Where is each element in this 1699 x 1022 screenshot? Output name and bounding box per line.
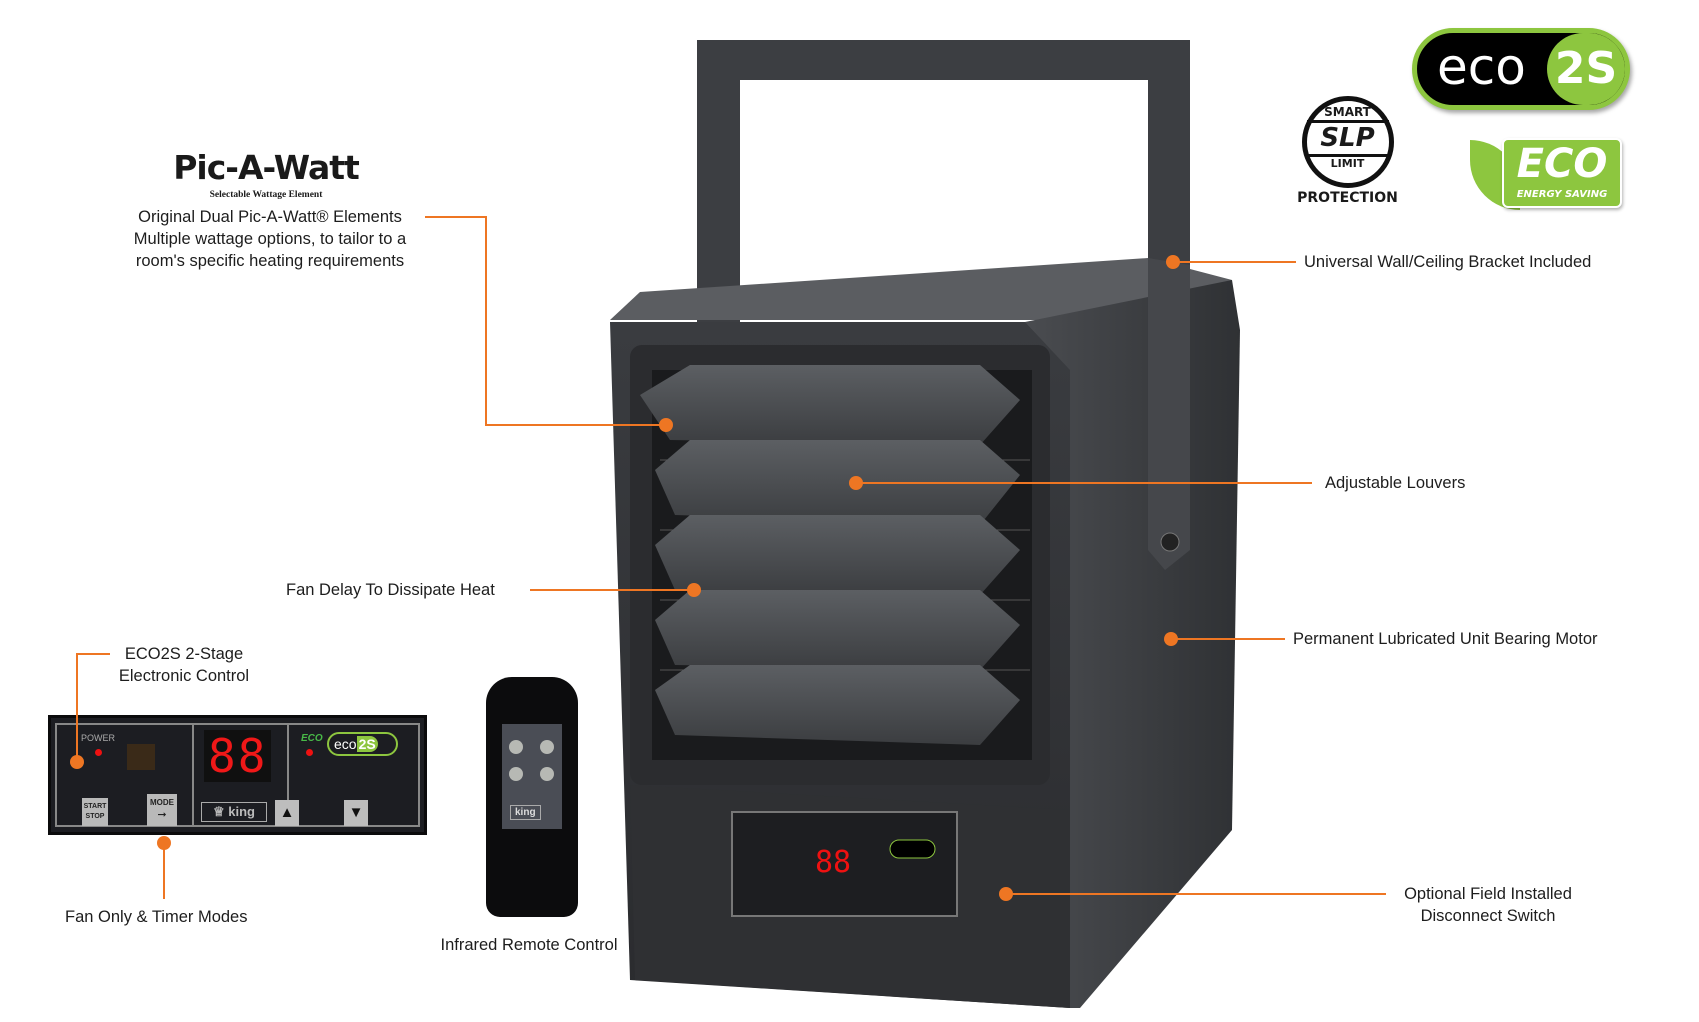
disconnect-line-1: Optional Field Installed (1404, 885, 1572, 903)
mode-leader (163, 843, 165, 899)
eco-small-text: ENERGY SAVING (1516, 189, 1608, 200)
remote-mode-button[interactable] (540, 740, 554, 754)
eco-led (306, 749, 313, 756)
eco-energy-saving-badge: ECO ENERGY SAVING (1470, 130, 1622, 210)
louvers-leader (856, 482, 1312, 484)
king-brand-text: king (228, 804, 255, 819)
ir-receiver (127, 744, 155, 770)
bracket-dot (1166, 255, 1180, 269)
heater-illustration: 88 (610, 40, 1240, 1008)
up-button[interactable]: ▲ (275, 800, 299, 826)
eco2s-dot (70, 755, 84, 769)
mini-panel-display: 88 (815, 845, 851, 880)
eco2s-logo: eco 2S (1412, 28, 1630, 110)
remote-start-button[interactable] (509, 740, 523, 754)
infrared-remote: king (486, 677, 578, 917)
king-brand-badge: ♕ king (201, 802, 267, 822)
triangle-down-icon: ▼ (348, 804, 364, 821)
pic-a-watt-leader-h (485, 424, 666, 426)
down-button[interactable]: ▼ (344, 800, 368, 826)
louvers-label: Adjustable Louvers (1325, 474, 1466, 492)
fan-delay-leader (530, 589, 694, 591)
pic-a-watt-dot (659, 418, 673, 432)
crown-icon: ♕ (212, 804, 225, 819)
pic-a-watt-leader-v (485, 216, 487, 426)
louvers-dot (849, 476, 863, 490)
eco2s-control-line-1: ECO2S 2-Stage (124, 645, 244, 663)
bracket-label: Universal Wall/Ceiling Bracket Included (1304, 253, 1592, 271)
eco2s-leader-v (76, 653, 78, 763)
mode-label: MODE (150, 798, 174, 807)
pic-a-watt-description: Original Dual Pic-A-Watt® Elements Multi… (90, 206, 450, 272)
remote-label: Infrared Remote Control (440, 936, 618, 954)
eco2s-control-line-2: Electronic Control (118, 667, 250, 685)
eco2s-right-text: 2S (1547, 33, 1625, 105)
pic-a-watt-line-1: Original Dual Pic-A-Watt® Elements (138, 208, 402, 226)
slp-top-text: SMART (1324, 105, 1371, 119)
eco-indicator-label: ECO (301, 733, 323, 744)
motor-dot (1164, 632, 1178, 646)
slp-mid-text: SLP (1306, 120, 1389, 157)
pic-a-watt-line-2: Multiple wattage options, to tailor to a (133, 230, 407, 248)
arrow-right-icon: ➞ (157, 808, 167, 821)
pic-a-watt-line-3: room's specific heating requirements (135, 252, 405, 270)
slp-bottom-text: LIMIT (1330, 157, 1365, 170)
remote-down-button[interactable] (540, 767, 554, 781)
pic-a-watt-logo-subtitle: Selectable Wattage Element (209, 190, 323, 200)
fan-modes-label: Fan Only & Timer Modes (65, 908, 248, 926)
motor-label: Permanent Lubricated Unit Bearing Motor (1293, 630, 1598, 648)
pic-a-watt-logo: Pic-A-Watt Selectable Wattage Element (168, 148, 364, 201)
led-display: 88 (204, 730, 272, 782)
power-label: POWER (81, 733, 116, 743)
smart-slp-badge: SMART SLP LIMIT PROTECTION (1290, 96, 1405, 207)
triangle-up-icon: ▲ (279, 804, 295, 821)
fan-delay-label: Fan Delay To Dissipate Heat (286, 581, 495, 599)
eco2s-mini-right: 2S (356, 736, 378, 752)
eco2s-control-label: ECO2S 2-Stage Electronic Control (94, 643, 274, 687)
motor-leader (1171, 638, 1285, 640)
start-label: START (83, 803, 107, 810)
mode-dot (157, 836, 171, 850)
eco2s-left-text: eco (1437, 38, 1526, 96)
disconnect-line-2: Disconnect Switch (1420, 907, 1556, 925)
bracket-leader (1173, 261, 1296, 263)
stop-label: STOP (85, 813, 105, 820)
pic-a-watt-logo-title: Pic-A-Watt (173, 148, 360, 187)
remote-up-button[interactable] (509, 767, 523, 781)
disconnect-dot (999, 887, 1013, 901)
disconnect-leader (1006, 893, 1386, 895)
eco2s-leader-h (76, 653, 110, 655)
eco-big-text: ECO (1516, 141, 1608, 187)
slp-caption: PROTECTION (1297, 190, 1398, 206)
disconnect-label: Optional Field Installed Disconnect Swit… (1388, 883, 1588, 927)
fan-delay-dot (687, 583, 701, 597)
start-stop-button[interactable]: START STOP (82, 798, 108, 826)
pic-a-watt-leader (425, 216, 487, 218)
mode-button[interactable]: MODE ➞ (147, 794, 177, 826)
eco2s-mini-left: eco (334, 736, 357, 752)
remote-brand: king (510, 805, 541, 820)
power-led (95, 749, 102, 756)
